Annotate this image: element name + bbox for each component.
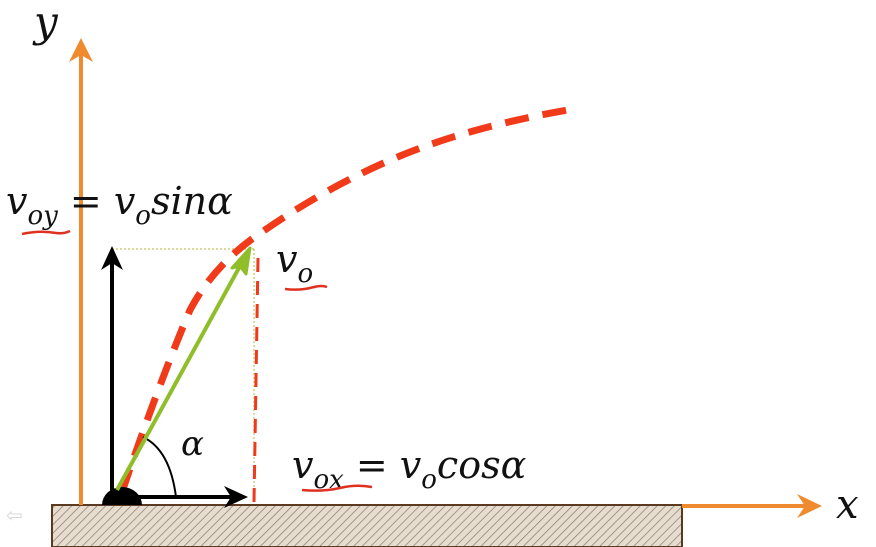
trajectory-curve [118,106,569,494]
angle-arc [142,436,177,498]
vox-underline [301,484,373,492]
vox-equation: vox = vocosα [292,443,526,495]
back-arrow-icon[interactable]: ⇦ [6,503,23,527]
angle-alpha-label: α [181,424,204,464]
y-axis-label: y [32,0,59,46]
x-axis [682,494,822,518]
initial-velocity-arrow [115,246,252,491]
projectile-ball [102,487,142,505]
ground [51,504,683,547]
vertical-dashed-marker [252,257,260,503]
voy-underline [21,229,71,236]
voy-equation: voy = vosinα [6,179,233,231]
vertical-component-arrow [101,246,123,492]
v0-label: vo [276,237,313,289]
y-axis [69,38,93,505]
x-axis-label: x [836,482,859,528]
v0-underline [284,284,328,291]
